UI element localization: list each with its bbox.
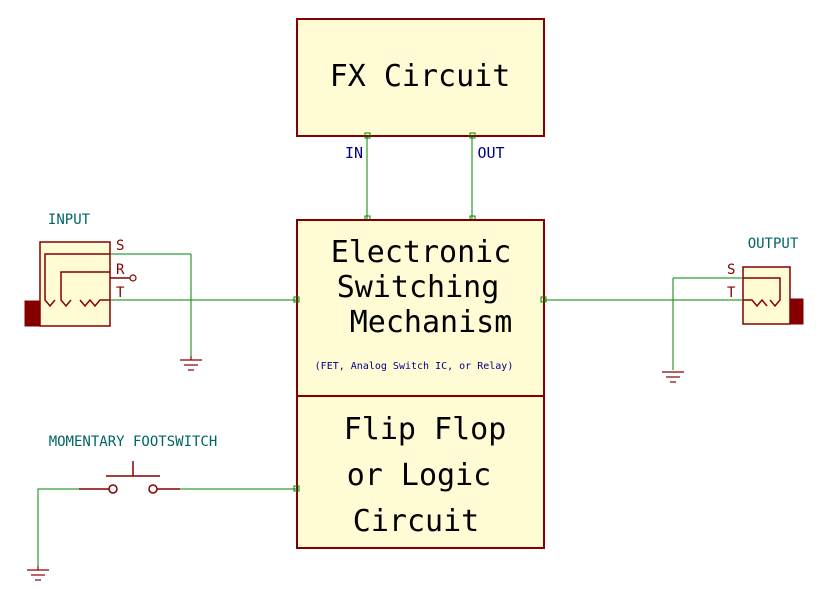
input-jack-plug-body <box>24 300 41 327</box>
input-jack-sleeve-contact <box>44 253 110 308</box>
input-jack-pin-s: S <box>116 238 124 254</box>
switching-line-1: Electronic <box>331 235 512 270</box>
output-jack-body <box>742 266 791 325</box>
switching-line-2: Switching <box>337 270 500 305</box>
switch-pin-output-marker <box>540 296 547 303</box>
fx-circuit-block[interactable]: FX Circuit <box>296 18 545 137</box>
input-jack-body <box>39 241 111 327</box>
wire-footswitch-ground <box>37 488 79 566</box>
ground-symbol-input <box>180 356 202 371</box>
switch-pin-input-marker <box>293 296 300 303</box>
logic-line-1: Flip Flop <box>344 412 507 447</box>
output-jack-tip-contact <box>743 298 768 308</box>
logic-line-2: or Logic <box>347 458 492 493</box>
output-jack-label: OUTPUT <box>748 236 799 252</box>
footswitch-contact-right <box>148 484 158 494</box>
switching-note: (FET, Analog Switch IC, or Relay) <box>315 361 514 372</box>
output-jack-pin-s: S <box>727 262 735 278</box>
logic-pin-footswitch-marker <box>293 485 300 492</box>
logic-block[interactable]: Flip Flop or Logic Circuit <box>296 395 545 549</box>
logic-line-3: Circuit <box>353 504 479 539</box>
footswitch-contact-left <box>108 484 118 494</box>
fx-pin-in-label: IN <box>345 144 363 162</box>
output-jack-pin-t: T <box>727 285 736 301</box>
input-jack-pin-r: R <box>116 262 125 278</box>
input-jack[interactable]: INPUT S R T <box>24 212 137 327</box>
output-jack-plug-body <box>789 298 804 325</box>
footswitch-label: MOMENTARY FOOTSWITCH <box>49 434 218 450</box>
input-jack-ring-nc <box>129 274 137 282</box>
switching-box <box>296 219 545 397</box>
fx-circuit-title: FX Circuit <box>330 59 511 94</box>
momentary-footswitch[interactable]: MOMENTARY FOOTSWITCH <box>49 434 218 494</box>
input-jack-tip-contact <box>79 298 110 308</box>
input-jack-ring-contact <box>60 271 110 308</box>
switching-block[interactable]: Electronic Switching Mechanism (FET, Ana… <box>296 219 545 397</box>
input-jack-label: INPUT <box>48 212 91 228</box>
ground-symbol-footswitch <box>27 566 49 581</box>
output-jack-sleeve-contact <box>743 277 781 308</box>
switching-line-3: Mechanism <box>350 305 513 340</box>
logic-box <box>296 395 545 549</box>
input-jack-pin-t: T <box>116 285 125 301</box>
fx-pin-out-label: OUT <box>477 144 504 162</box>
output-jack[interactable]: OUTPUT S T <box>727 236 804 325</box>
ground-symbol-output <box>662 371 684 383</box>
fx-circuit-box <box>296 18 545 137</box>
